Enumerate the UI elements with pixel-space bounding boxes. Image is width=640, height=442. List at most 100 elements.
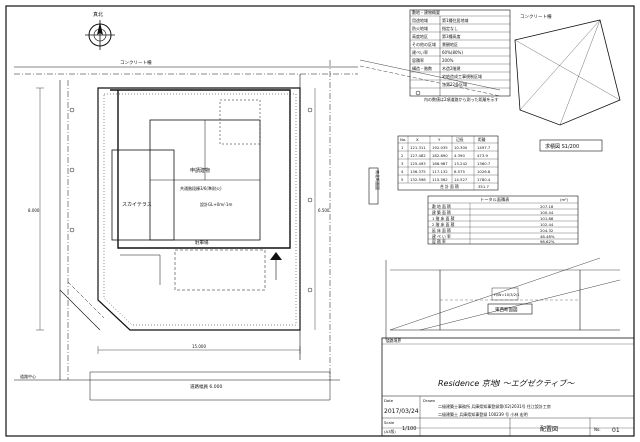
sky-terrace-label: スカイテラス [122, 202, 152, 208]
coord-r2-c1: 125.493 [410, 161, 426, 166]
south-road-label: 道路幅員 6.000 [190, 383, 222, 390]
scale-label: Scale [384, 420, 395, 425]
info-row-4-value: 景観地区 [442, 41, 458, 47]
coord-h-1: X [416, 137, 419, 142]
coord-r3-c2: 117.132 [432, 169, 448, 174]
date-value: 2017/03/24 [384, 408, 419, 415]
coord-r1-c2: 182.890 [432, 153, 448, 158]
no-label: No. [594, 427, 601, 432]
office-line-1: 二級建築士事務所 兵庫県知事登録第(02)2031号 住江設計工房 [438, 403, 551, 409]
coord-r0-c0: 1 [401, 145, 404, 150]
mini-plan-title-box [539, 139, 603, 152]
road-center-label: 道路中心 [20, 373, 36, 379]
info-row-2-label: 防火地域 [412, 25, 428, 31]
coord-r4-c2: 115.562 [432, 177, 448, 182]
stamp-label: 道路境界 [386, 338, 401, 343]
info-row-3-label: 高度地区 [412, 33, 428, 39]
concrete-wall-label: コンクリート柵 [120, 59, 152, 66]
dim-right-label: 6.500 [318, 208, 330, 213]
area-r6-value: 98.62% [540, 239, 555, 244]
info-row-2-value: 指定なし [442, 25, 458, 31]
coord-r1-c0: 2 [401, 153, 404, 158]
building-name-label: 申請建物 [190, 167, 210, 174]
coord-r0-c1: 121.311 [410, 145, 426, 150]
mini-plan [359, 19, 621, 126]
info-row-6-label: 容積率 [412, 57, 424, 63]
coord-r4-c0: 5 [401, 177, 404, 182]
area-r6-label: 容 積 率 [432, 239, 446, 244]
coord-r2-c0: 3 [401, 161, 404, 166]
info-row-8-value: 宅地造成工事規制区域 [442, 73, 482, 79]
area-table-unit: (m²) [560, 197, 569, 202]
site-plan [14, 60, 358, 401]
project-name: Residence 京地Ⅰ ～エグゼクティブ～ [438, 379, 575, 388]
legend-note: 内の数値は2項道路から測った距離を示す [424, 96, 499, 102]
coord-r0-c3: 10.300 [454, 145, 468, 150]
dim-bottom-label: 15.000 [192, 344, 206, 349]
coord-r4-c4: 1780.4 [477, 177, 491, 182]
dim-left-label: 8.000 [28, 208, 40, 213]
drawing-title: 配置図 [540, 426, 558, 433]
info-row-1-value: 第1種住居地域 [442, 17, 469, 23]
title-block [381, 337, 635, 437]
date-label: Date [384, 398, 394, 403]
south-north-section-box [368, 167, 379, 205]
coord-r4-c3: 14.527 [454, 177, 468, 182]
mini-plan-title: 求積図 S1/200 [545, 143, 579, 150]
coord-r3-c0: 4 [401, 169, 404, 174]
scale-value: 1/100 [402, 426, 416, 432]
drawn-label: Drawn [423, 398, 436, 403]
area-r4-value: 204.32 [540, 228, 554, 233]
north-arrow-icon [85, 20, 115, 50]
office-line-2: 二級建築士 兵庫県知事登録 100239 号 小林 宏明 [438, 411, 528, 417]
area-table: トータル面積表 (m²) 敷 地 面 積 207.18 建 築 面 積 100.… [427, 195, 579, 245]
info-row-5-label: 建ぺい率 [412, 49, 428, 55]
info-row-1-label: 用途地域 [412, 17, 428, 23]
info-row-7-label: 構造・階数 [412, 65, 432, 71]
info-row-5-value: 60%(80%) [442, 50, 463, 55]
section-label: 東西断面図 [495, 306, 518, 313]
info-row-0-label: 敷地・建物概要 [412, 9, 440, 15]
no-value: 01 [612, 427, 620, 434]
coord-r2-c4: 1360.7 [477, 161, 491, 166]
paper-size: (A3版) [384, 429, 396, 434]
coord-r0-c4: 1497.7 [477, 145, 491, 150]
info-row-4-label: その他の区域 [412, 41, 436, 47]
parking-label: 駐車場 [195, 239, 209, 246]
coord-r4-c1: 132.598 [410, 177, 426, 182]
info-row-3-value: 第3種高度 [442, 33, 461, 39]
legend-marker-icon [415, 90, 421, 96]
coord-r2-c3: 13.242 [454, 161, 468, 166]
info-row-9-value: 法第22条区域 [442, 81, 467, 87]
section-ruler-label: H/W=10/3/2/1 [494, 293, 520, 297]
coord-r1-c1: 127.482 [410, 153, 426, 158]
section-drawing [385, 257, 621, 340]
south-north-section-label: 南北断面図 [375, 170, 381, 190]
building-spec-label: 共通階段棟3/6(準耐火) [180, 185, 222, 191]
coord-h-2: Y [438, 137, 441, 142]
sheet-border [5, 5, 635, 437]
info-row-7-value: 木造2階建 [442, 65, 461, 71]
coord-r1-c4: 473.9 [477, 153, 488, 158]
area-r1-label: 建 築 面 積 [432, 210, 451, 215]
area-r5-value: 48.48% [540, 234, 555, 239]
area-r2-value: 101.88 [540, 216, 554, 221]
coord-h-0: No. [400, 137, 406, 142]
section-label-box [487, 303, 533, 315]
area-r3-label: 2 階 床 面 積 [432, 222, 455, 227]
coord-r0-c2: 192.035 [432, 145, 448, 150]
area-r0-label: 敷 地 面 積 [432, 204, 451, 209]
info-table: 敷地・建物概要 用途地域 第1種住居地域 防火地域 指定なし 高度地区 第3種高… [409, 9, 511, 97]
area-r1-value: 100.44 [540, 210, 554, 215]
coord-sum-label: 合 計 面 積 [440, 184, 459, 189]
coord-sum-value: 351.7 [478, 184, 489, 189]
area-r2-label: 1 階 床 面 積 [432, 216, 455, 221]
north-label: 真北 [93, 11, 103, 18]
coord-r1-c3: 4.390 [454, 153, 465, 158]
concrete-wall-right-label: コンクリート柵 [520, 13, 552, 20]
area-r3-value: 102.44 [540, 222, 554, 227]
coord-r3-c1: 136.375 [410, 169, 426, 174]
area-r5-label: 建 ぺ い 率 [432, 234, 451, 239]
area-r0-value: 207.18 [540, 204, 554, 209]
